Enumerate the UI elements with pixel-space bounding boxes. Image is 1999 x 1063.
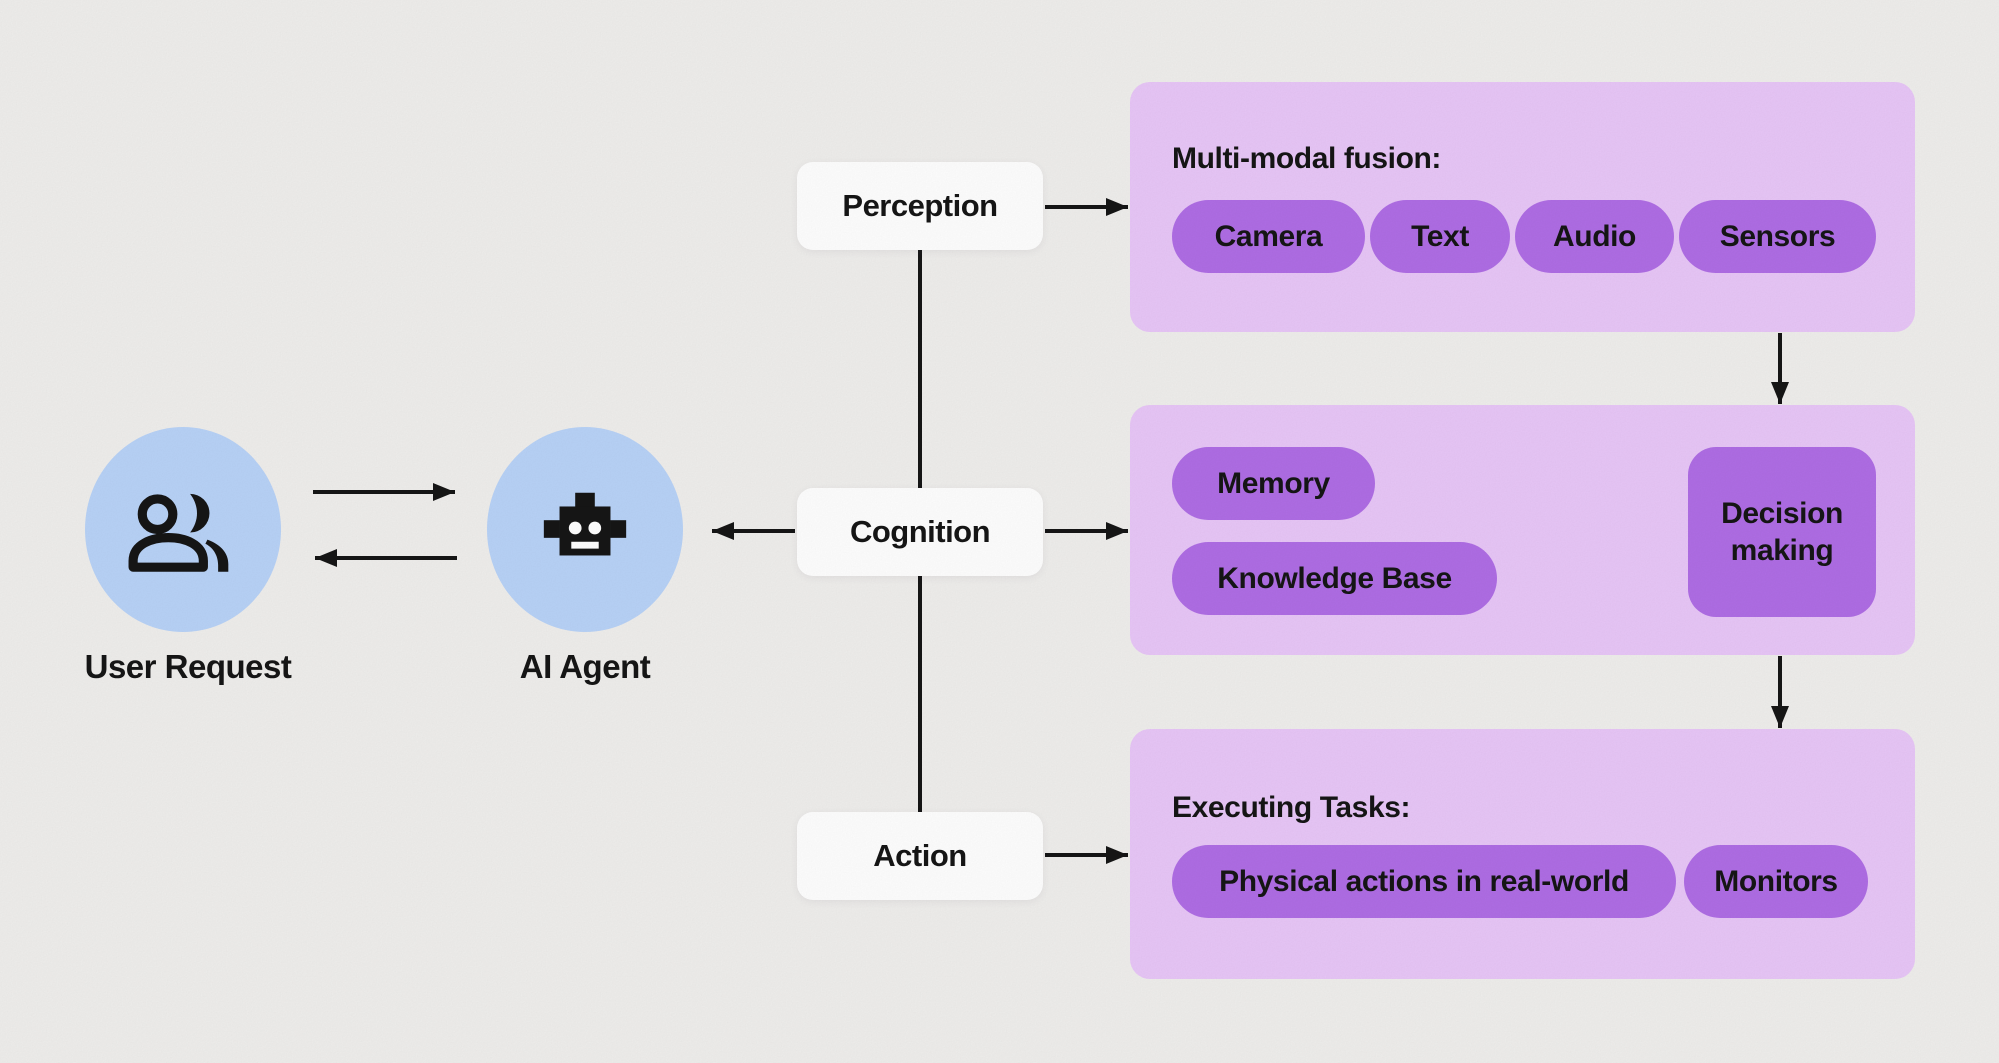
stage-box-action: Action (797, 812, 1043, 900)
action-panel-heading: Executing Tasks: (1172, 791, 1411, 824)
stage-box-cognition: Cognition (797, 488, 1043, 576)
ai-agent-node (487, 427, 683, 632)
user-request-node (85, 427, 281, 632)
pill-knowledge-base: Knowledge Base (1172, 542, 1497, 615)
perception-panel-heading: Multi-modal fusion: (1172, 142, 1442, 175)
pill-memory: Memory (1172, 447, 1375, 520)
robot-icon (543, 492, 627, 555)
perception-pill-row: Camera Text Audio Sensors (1172, 200, 1876, 273)
pill-physical-actions: Physical actions in real-world (1172, 845, 1676, 918)
pill-monitors: Monitors (1684, 845, 1868, 918)
pill-audio: Audio (1515, 200, 1674, 273)
action-panel: Executing Tasks: Physical actions in rea… (1130, 729, 1915, 979)
users-icon (128, 493, 229, 572)
perception-panel: Multi-modal fusion: Camera Text Audio Se… (1130, 82, 1915, 332)
decision-making-box: Decision making (1688, 447, 1876, 617)
pill-camera: Camera (1172, 200, 1365, 273)
stage-box-perception: Perception (797, 162, 1043, 250)
pill-sensors: Sensors (1679, 200, 1876, 273)
ai-agent-label: AI Agent (519, 648, 651, 685)
action-pill-row: Physical actions in real-world Monitors (1172, 845, 1868, 918)
cognition-panel: Memory Knowledge Base Decision making (1130, 405, 1915, 655)
pill-text: Text (1370, 200, 1510, 273)
user-request-label: User Request (84, 648, 292, 685)
